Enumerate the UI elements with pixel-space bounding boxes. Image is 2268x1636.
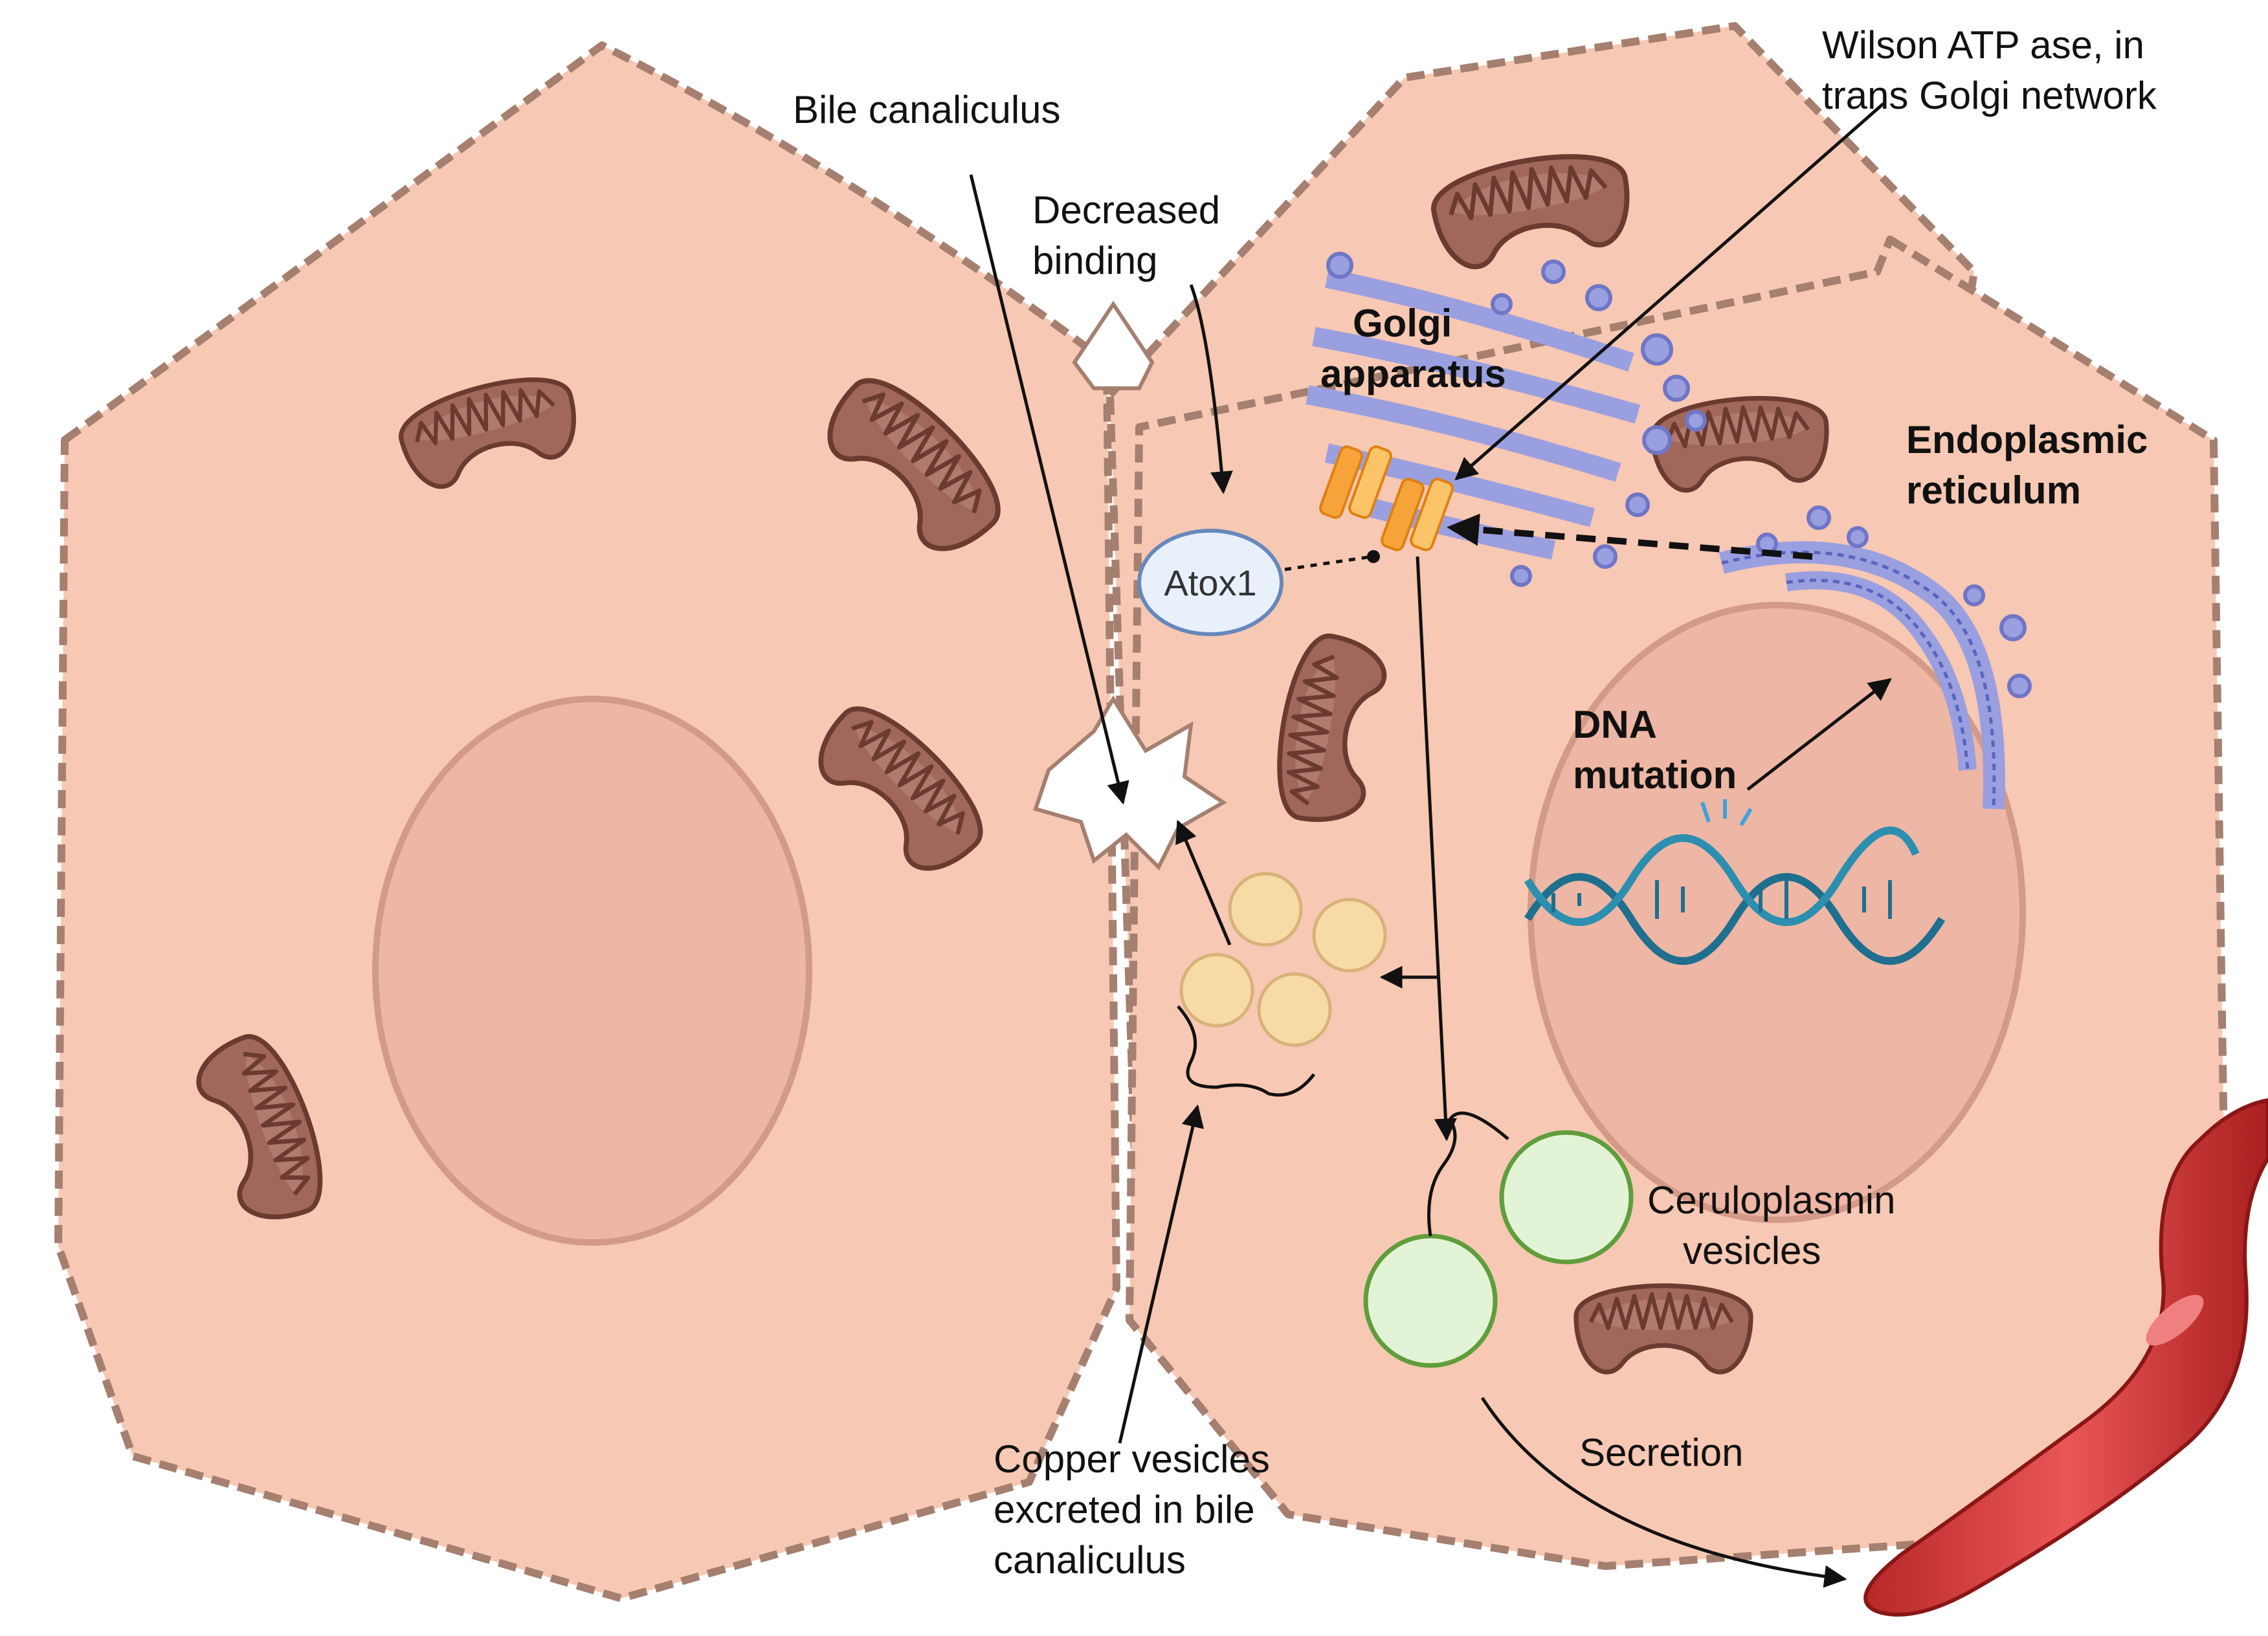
label-dna-mutation: DNA mutation [1573,703,1737,797]
label-copper-vesicles: Copper vesicles excreted in bile canalic… [994,1437,1281,1582]
label-golgi-apparatus: Golgi apparatus [1320,302,1506,395]
blood-vessel [1863,1098,2268,1617]
copper-vesicle [1257,972,1332,1047]
copper-vesicle [1312,898,1387,973]
bile-canaliculus-upper-lumen [1072,300,1155,390]
atox1-label: Atox1 [1164,562,1256,603]
label-secretion: Secretion [1579,1431,1743,1474]
arrow-dna-to-er [1746,678,1892,791]
copper-vesicles [1179,872,1387,1047]
atox1-protein [1137,529,1284,636]
label-wilson-atpase: Wilson ATP ase, in trans Golgi network [1822,23,2157,117]
left-nucleus [372,696,812,1246]
atox1-binding-dotted [1284,555,1373,571]
arrow-bile-canaliculus [969,174,1129,805]
label-bile-canaliculus: Bile canaliculus [793,88,1061,131]
arrow-wilson-atpase [1454,102,1885,481]
arrow-golgi-down [1416,556,1457,1142]
label-endoplasmic-reticulum: Endoplasmic reticulum [1906,418,2159,512]
dna-helix [1524,826,1946,965]
golgi-apparatus [1306,252,1707,587]
label-ceruloplasmin-vesicles: Ceruloplasmin vesicles [1647,1178,1906,1272]
arrow-copper-excreted [1118,1104,1204,1444]
endoplasmic-reticulum [1718,505,2032,810]
copper-vesicle [1179,953,1254,1028]
copper-vesicle-tether [1177,1005,1315,1097]
ceruloplasmin-vesicle [1363,1233,1498,1368]
wilson-atpase [1319,445,1454,551]
ceruloplasmin-vesicle [1499,1130,1634,1265]
arrow-vesicles-to-canaliculus [1175,819,1232,945]
copper-vesicle [1228,872,1303,947]
mutation-spark-icon [1700,799,1753,826]
label-decreased-binding: Decreased binding [1032,188,1231,282]
arrow-decreased-binding [1189,284,1233,494]
arrow-secretion [1480,1397,1847,1588]
